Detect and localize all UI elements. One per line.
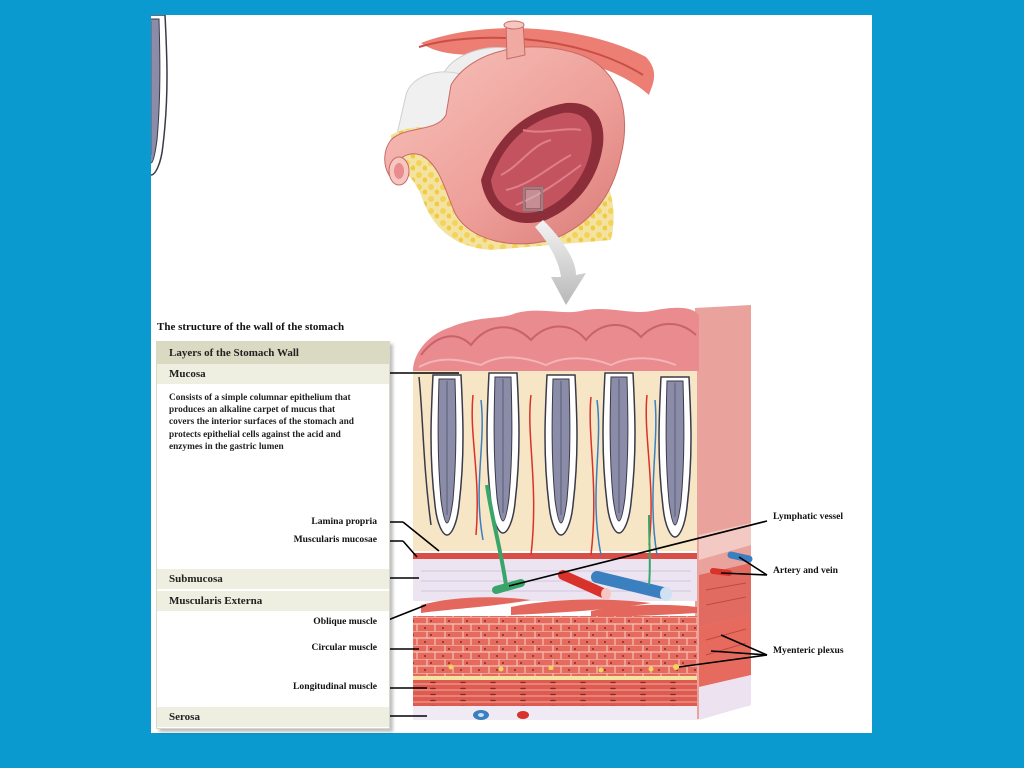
circular-muscle-layer: [413, 616, 697, 676]
wall-block: [151, 15, 753, 720]
label-longitudinal-muscle: Longitudinal muscle: [293, 681, 377, 692]
gastric-folds-surface: [413, 307, 699, 371]
row-muscularis-externa: Muscularis Externa: [157, 591, 389, 611]
label-oblique-muscle: Oblique muscle: [313, 616, 377, 627]
layers-table: Layers of the Stomach Wall Mucosa Consis…: [156, 341, 390, 729]
longitudinal-muscle-layer: [413, 680, 697, 706]
layers-table-title: Layers of the Stomach Wall: [157, 342, 389, 364]
vein: [591, 571, 669, 599]
slide-canvas: The structure of the wall of the stomach…: [151, 15, 872, 733]
leader-lines: [382, 372, 768, 717]
gastric-pits: [151, 15, 692, 538]
vessels-in-lamina-propria: [471, 394, 658, 556]
stomach-wall-illustration: [151, 15, 768, 720]
muscularis-mucosae-layer: [413, 553, 697, 559]
row-serosa: Serosa: [157, 707, 389, 727]
label-lamina-propria: Lamina propria: [311, 516, 377, 527]
label-myenteric-plexus: Myenteric plexus: [773, 645, 844, 656]
stomach-overview: [384, 20, 655, 305]
serosa-layer: [413, 706, 697, 720]
row-submucosa: Submucosa: [157, 569, 389, 589]
label-muscularis-mucosae: Muscularis mucosae: [293, 534, 377, 545]
mucosa-description: Consists of a simple columnar epithelium…: [169, 393, 354, 452]
artery: [558, 570, 608, 598]
myenteric-plexus-ganglia: [448, 664, 679, 673]
label-circular-muscle: Circular muscle: [311, 642, 377, 653]
label-artery-and-vein: Artery and vein: [773, 565, 839, 576]
label-lymphatic-vessel: Lymphatic vessel: [773, 511, 844, 522]
figure-caption: The structure of the wall of the stomach: [157, 321, 345, 333]
row-mucosa: Mucosa: [157, 364, 389, 384]
lymphatic-vessel-branch: [485, 484, 508, 586]
oblique-muscle-bundles: [421, 597, 697, 617]
